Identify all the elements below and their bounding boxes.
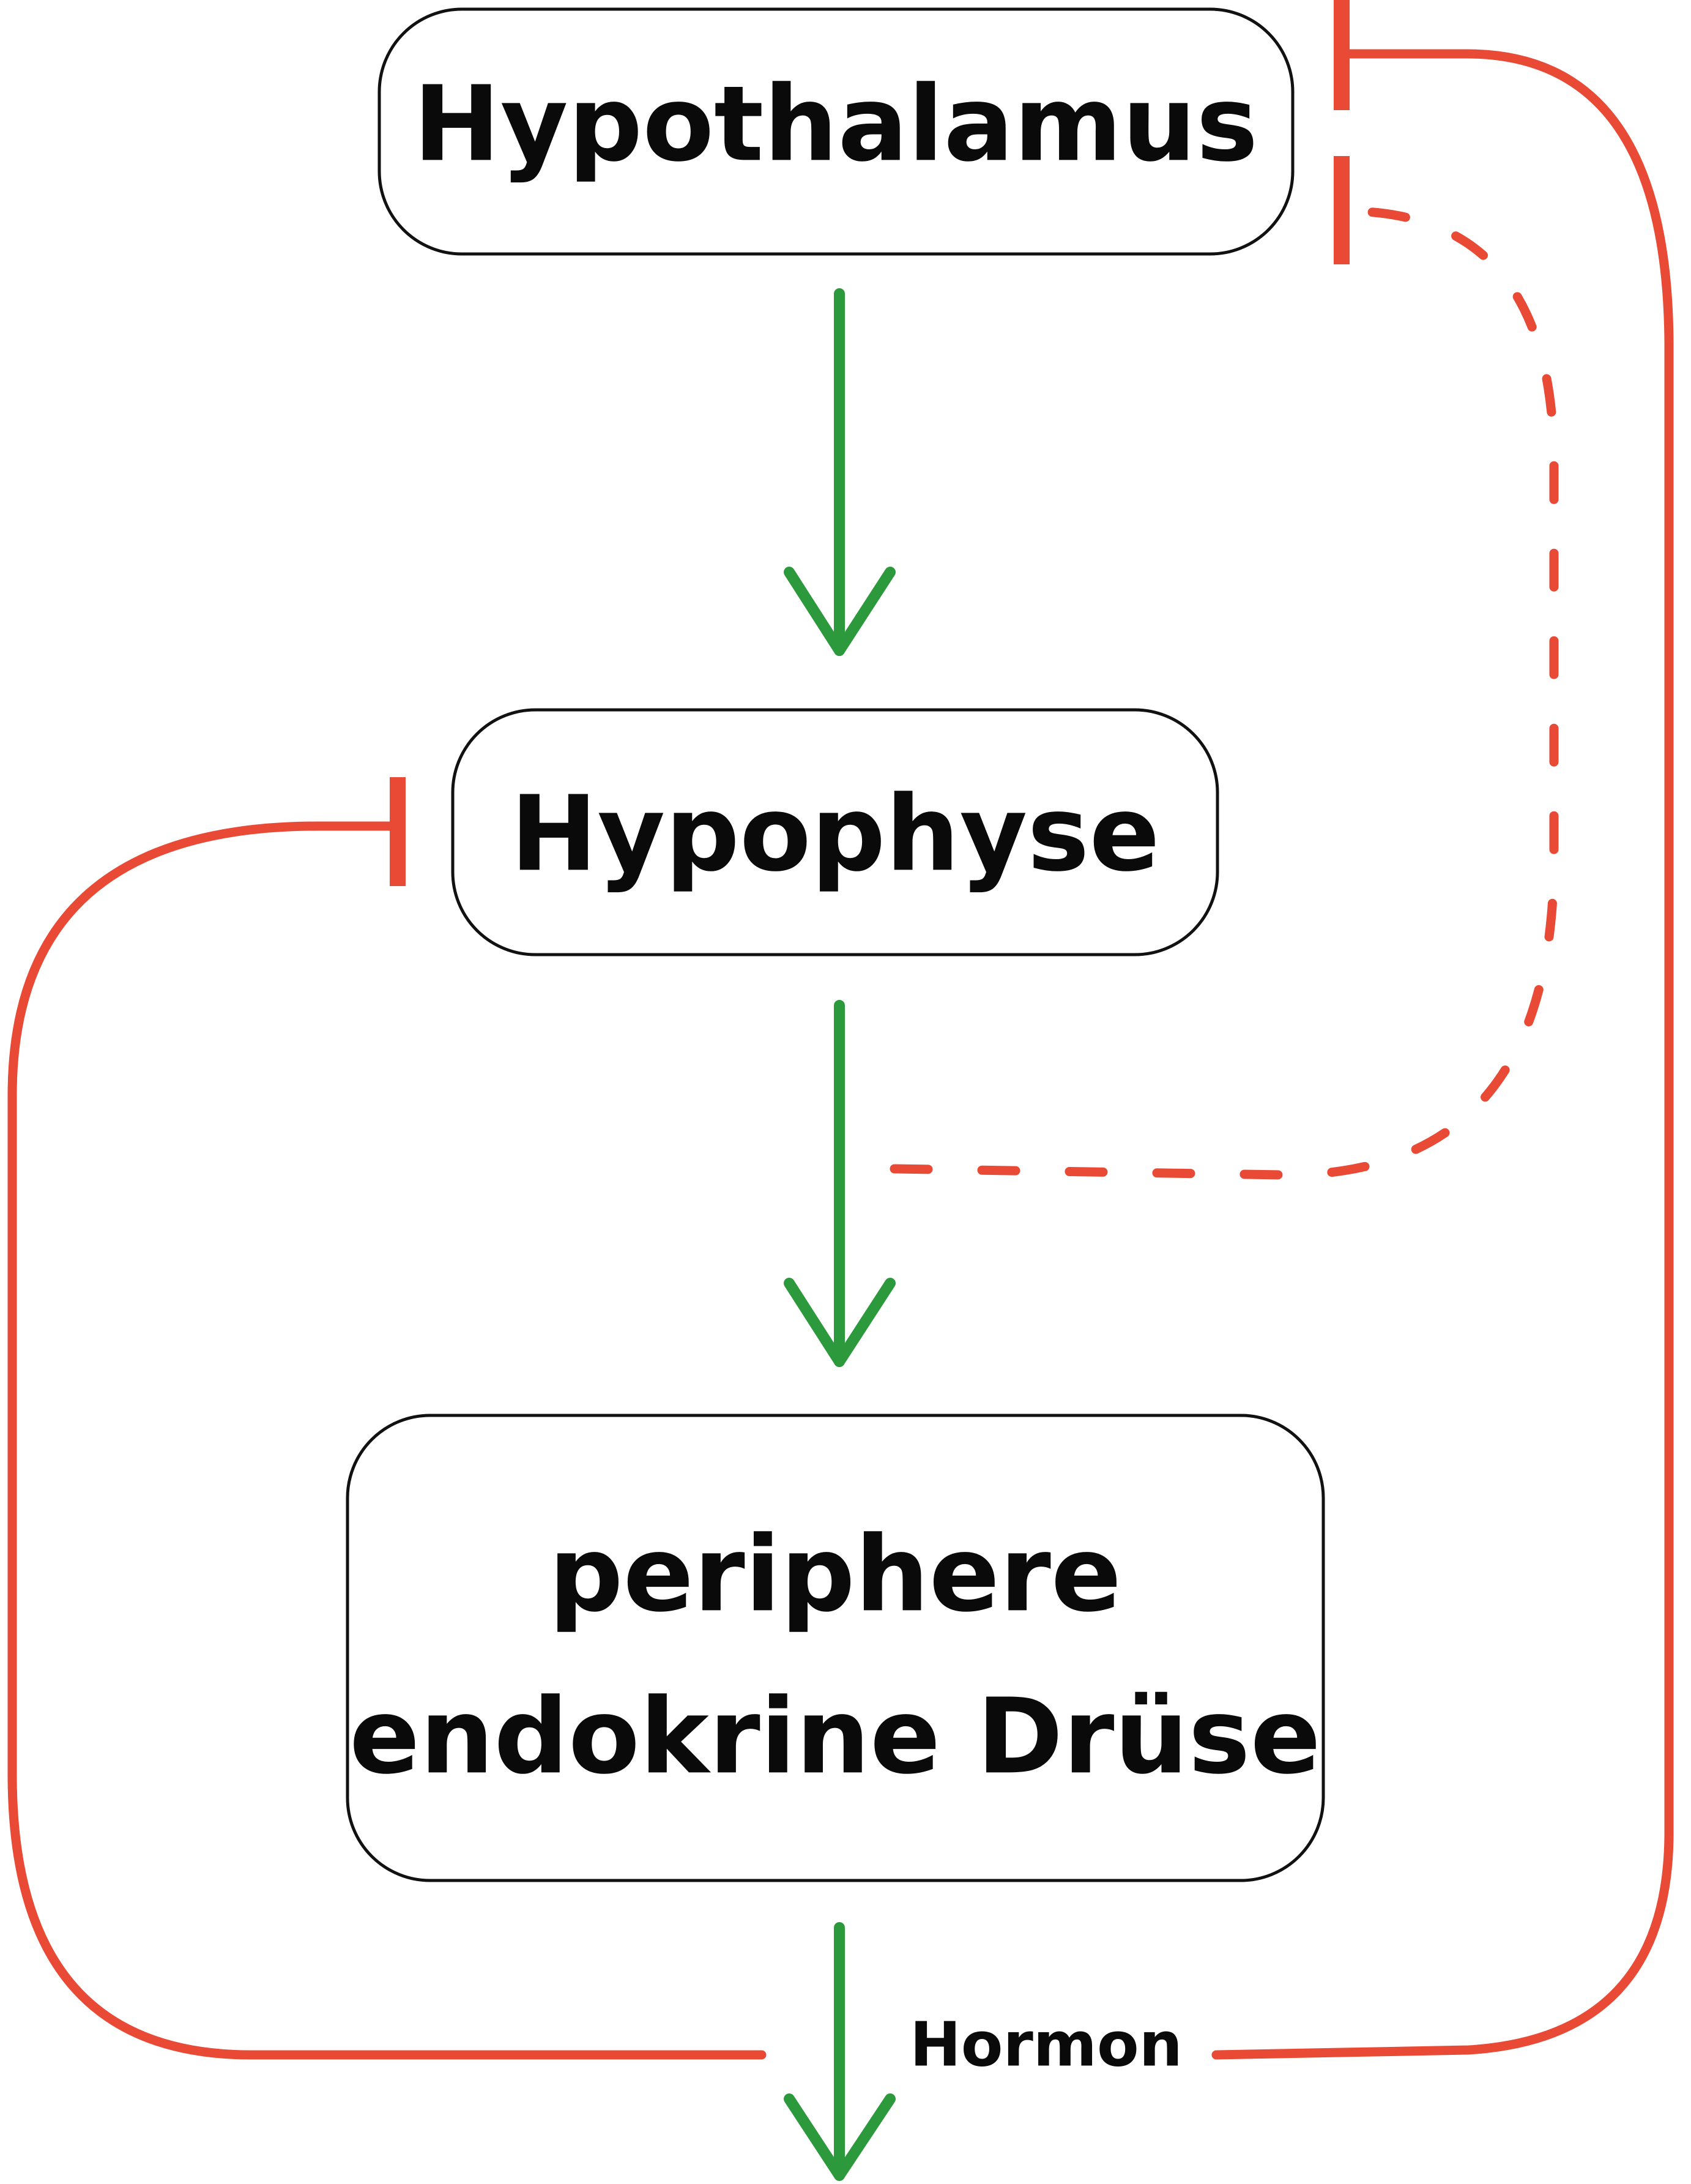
endocrine-gland-label-line1: periphere — [549, 1514, 1121, 1635]
arrow-hormone-output — [784, 1922, 896, 2181]
hypothalamus-box — [377, 7, 1295, 256]
feedback-long-loop-to-hypophyse — [7, 821, 767, 2060]
arrow-hypothalamus-to-hypophyse — [784, 288, 896, 656]
endocrine-gland-box — [346, 1414, 1325, 1882]
arrow-head — [784, 2093, 896, 2181]
hormone-label: Hormon — [910, 2008, 1183, 2080]
arrow-head — [784, 1278, 896, 1367]
endocrine-gland-label-line2: endokrine Drüse — [349, 1676, 1321, 1797]
arrow-hypophyse-to-gland — [784, 1000, 896, 1367]
hypophyse-label: Hypophyse — [510, 773, 1160, 895]
arrow-head — [784, 567, 896, 656]
hypophyse-box — [451, 708, 1219, 956]
feedback-short-loop-to-hypothalamus — [890, 206, 1559, 1180]
hypothalamus-label: Hypothalamus — [414, 64, 1258, 185]
feedback-long-loop-to-hypothalamus — [1211, 49, 1674, 2060]
